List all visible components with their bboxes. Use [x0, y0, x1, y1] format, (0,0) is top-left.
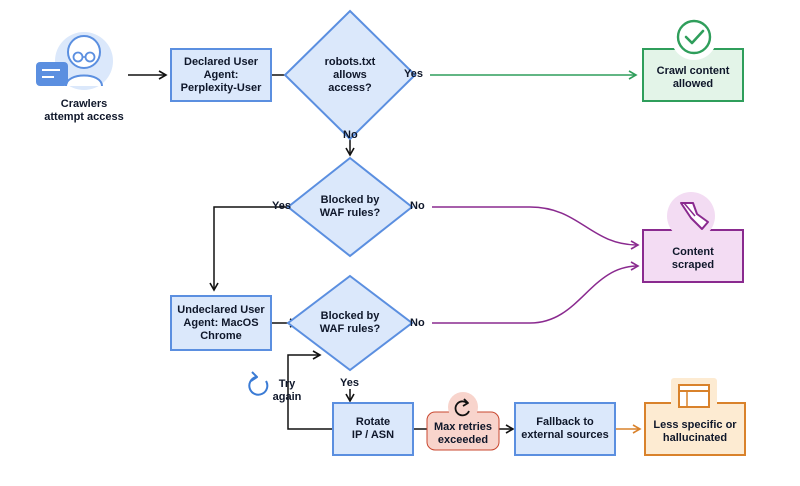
browser-window-icon	[671, 378, 717, 414]
edge-waf1-yes	[209, 206, 300, 292]
scraper-tool-icon	[667, 192, 715, 240]
crawler-avatar-icon	[36, 32, 113, 90]
edge-waf1-no	[432, 206, 640, 250]
declared-ua-box	[170, 48, 272, 102]
robots-diamond	[283, 9, 417, 141]
connectors	[128, 70, 642, 434]
fallback-box	[514, 402, 616, 456]
checkmark-icon	[671, 14, 717, 60]
edge-label-robots-no: No	[343, 129, 358, 141]
waf2-diamond	[286, 274, 414, 372]
waf1-diamond	[286, 156, 414, 258]
edge-label-waf2-yes: Yes	[340, 377, 359, 389]
edge-label-waf1-yes: Yes	[272, 200, 291, 212]
edge-label-waf1-no: No	[410, 200, 425, 212]
undeclared-ua-box	[170, 295, 272, 351]
retry-cycle-icon	[248, 371, 269, 396]
rotate-ip-box	[332, 402, 414, 456]
edge-try-again	[287, 350, 332, 430]
edge-waf2-no	[432, 261, 640, 324]
max-retries-refresh-icon	[448, 392, 478, 422]
edge-label-robots-yes: Yes	[404, 68, 423, 80]
edge-label-try-again: Try again	[272, 378, 302, 403]
edge-label-waf2-no: No	[410, 317, 425, 329]
